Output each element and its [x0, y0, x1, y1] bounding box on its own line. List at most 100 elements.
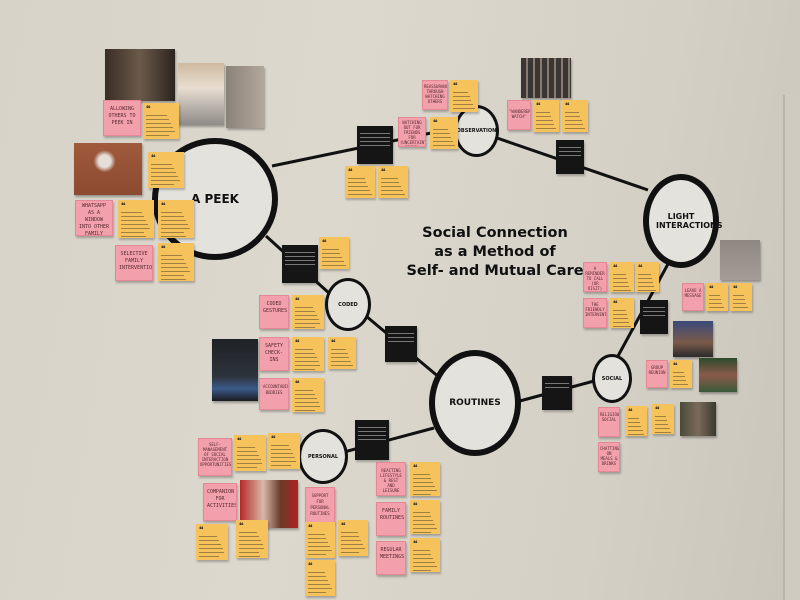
yellow-quote-note: ❝	[268, 433, 300, 469]
quote-icon: ❝	[151, 153, 156, 162]
quote-icon: ❝	[295, 338, 300, 347]
yellow-quote-note: ❝	[410, 500, 440, 534]
pink-note: Safety check-ins	[259, 337, 289, 371]
quote-icon: ❝	[733, 284, 738, 293]
yellow-quote-note: ❝	[730, 283, 752, 311]
yellow-quote-note: ❝	[292, 337, 324, 371]
yellow-quote-note: ❝	[345, 166, 375, 198]
yellow-quote-note: ❝	[305, 560, 335, 596]
photo-interior	[105, 49, 175, 101]
quote-icon: ❝	[638, 263, 643, 272]
quote-icon: ❝	[381, 167, 386, 176]
info-box	[640, 300, 668, 334]
quote-icon: ❝	[295, 296, 300, 305]
quote-icon: ❝	[322, 238, 327, 247]
photo-facade	[178, 63, 224, 125]
yellow-quote-note: ❝	[236, 520, 268, 558]
node-coded: CODED	[325, 278, 371, 331]
quote-icon: ❝	[237, 436, 242, 445]
pink-note: "Wanderers watch"	[507, 100, 531, 130]
quote-icon: ❝	[348, 167, 353, 176]
info-box	[556, 140, 584, 174]
pink-note: Accountability buddies	[259, 378, 289, 410]
pink-note: A reminder to call (or visit)	[583, 262, 607, 292]
quote-icon: ❝	[271, 434, 276, 443]
photo-people-table	[673, 321, 713, 357]
quote-icon: ❝	[565, 101, 570, 110]
quote-icon: ❝	[673, 361, 678, 370]
quote-icon: ❝	[341, 521, 346, 530]
yellow-quote-note: ❝	[328, 337, 356, 369]
info-box	[542, 376, 572, 410]
pink-note: Leave a message	[682, 283, 704, 311]
yellow-quote-note: ❝	[410, 462, 440, 496]
yellow-quote-note: ❝	[625, 406, 647, 436]
pink-note: Group reunion	[646, 360, 668, 388]
pink-note: Support for personal routines	[305, 487, 335, 523]
quote-icon: ❝	[433, 118, 438, 127]
yellow-quote-note: ❝	[118, 200, 154, 238]
quote-icon: ❝	[308, 523, 313, 532]
pink-note: The friendly intervention	[583, 298, 607, 328]
quote-icon: ❝	[453, 81, 458, 90]
photo-building-grid	[521, 58, 571, 98]
quote-icon: ❝	[536, 101, 541, 110]
quote-icon: ❝	[709, 284, 714, 293]
photo-market	[680, 402, 716, 436]
node-observation: OBSERVATION	[454, 105, 499, 157]
info-box	[282, 245, 318, 283]
node-personal: PERSONAL	[298, 429, 348, 484]
quote-icon: ❝	[161, 201, 166, 210]
quote-icon: ❝	[628, 407, 633, 416]
photo-phone	[212, 339, 258, 401]
quote-icon: ❝	[331, 338, 336, 347]
yellow-quote-note: ❝	[670, 360, 692, 388]
yellow-quote-note: ❝	[652, 404, 674, 434]
pink-note: Coded gestures	[259, 295, 289, 329]
quote-icon: ❝	[413, 463, 418, 472]
pink-note: Religious social	[598, 407, 620, 437]
yellow-quote-note: ❝	[158, 243, 194, 281]
info-box	[355, 420, 389, 460]
pink-note: Regular meetings	[376, 541, 406, 575]
pink-note: WhatsApp as a window into other family m…	[75, 200, 113, 236]
yellow-quote-note: ❝	[635, 262, 659, 292]
yellow-quote-note: ❝	[338, 520, 368, 556]
yellow-quote-note: ❝	[533, 100, 559, 132]
yellow-quote-note: ❝	[292, 378, 324, 412]
pink-note: Companion for activities	[203, 483, 237, 521]
yellow-quote-note: ❝	[319, 237, 349, 269]
yellow-quote-note: ❝	[305, 522, 335, 558]
quote-icon: ❝	[146, 104, 151, 113]
quote-icon: ❝	[413, 539, 418, 548]
yellow-quote-note: ❝	[143, 103, 179, 139]
node-social: SOCIAL	[592, 354, 632, 403]
yellow-quote-note: ❝	[562, 100, 588, 132]
photo-corridor	[226, 66, 264, 128]
quote-icon: ❝	[308, 561, 313, 570]
yellow-quote-note: ❝	[196, 524, 228, 560]
quote-icon: ❝	[199, 525, 204, 534]
yellow-quote-note: ❝	[430, 117, 458, 149]
wall-edge	[783, 95, 800, 600]
photo-woman-camera	[74, 143, 142, 195]
yellow-quote-note: ❝	[450, 80, 478, 112]
pink-note: Family routines	[376, 502, 406, 536]
photo-group	[699, 358, 737, 392]
yellow-quote-note: ❝	[378, 166, 408, 198]
wall-title: Social Connection as a Method of Self- a…	[406, 225, 584, 279]
node-light-interactions: LIGHT INTERACTIONS	[643, 174, 723, 268]
photo-room	[720, 240, 760, 280]
quote-icon: ❝	[121, 201, 126, 210]
pink-note: Allowing others to peek in	[103, 100, 141, 136]
quote-icon: ❝	[655, 405, 660, 414]
node-routines: ROUTINES	[429, 350, 521, 456]
yellow-quote-note: ❝	[158, 200, 194, 238]
quote-icon: ❝	[413, 501, 418, 510]
node-a-peek: A PEEK	[152, 138, 278, 260]
pink-note: Reassurance through watching others	[422, 80, 448, 110]
quote-icon: ❝	[161, 244, 166, 253]
pink-note: Watching out for friends for (uncertaint…	[398, 117, 426, 147]
quote-icon: ❝	[295, 379, 300, 388]
pink-note: Chatting on meals & drinks	[598, 442, 620, 472]
